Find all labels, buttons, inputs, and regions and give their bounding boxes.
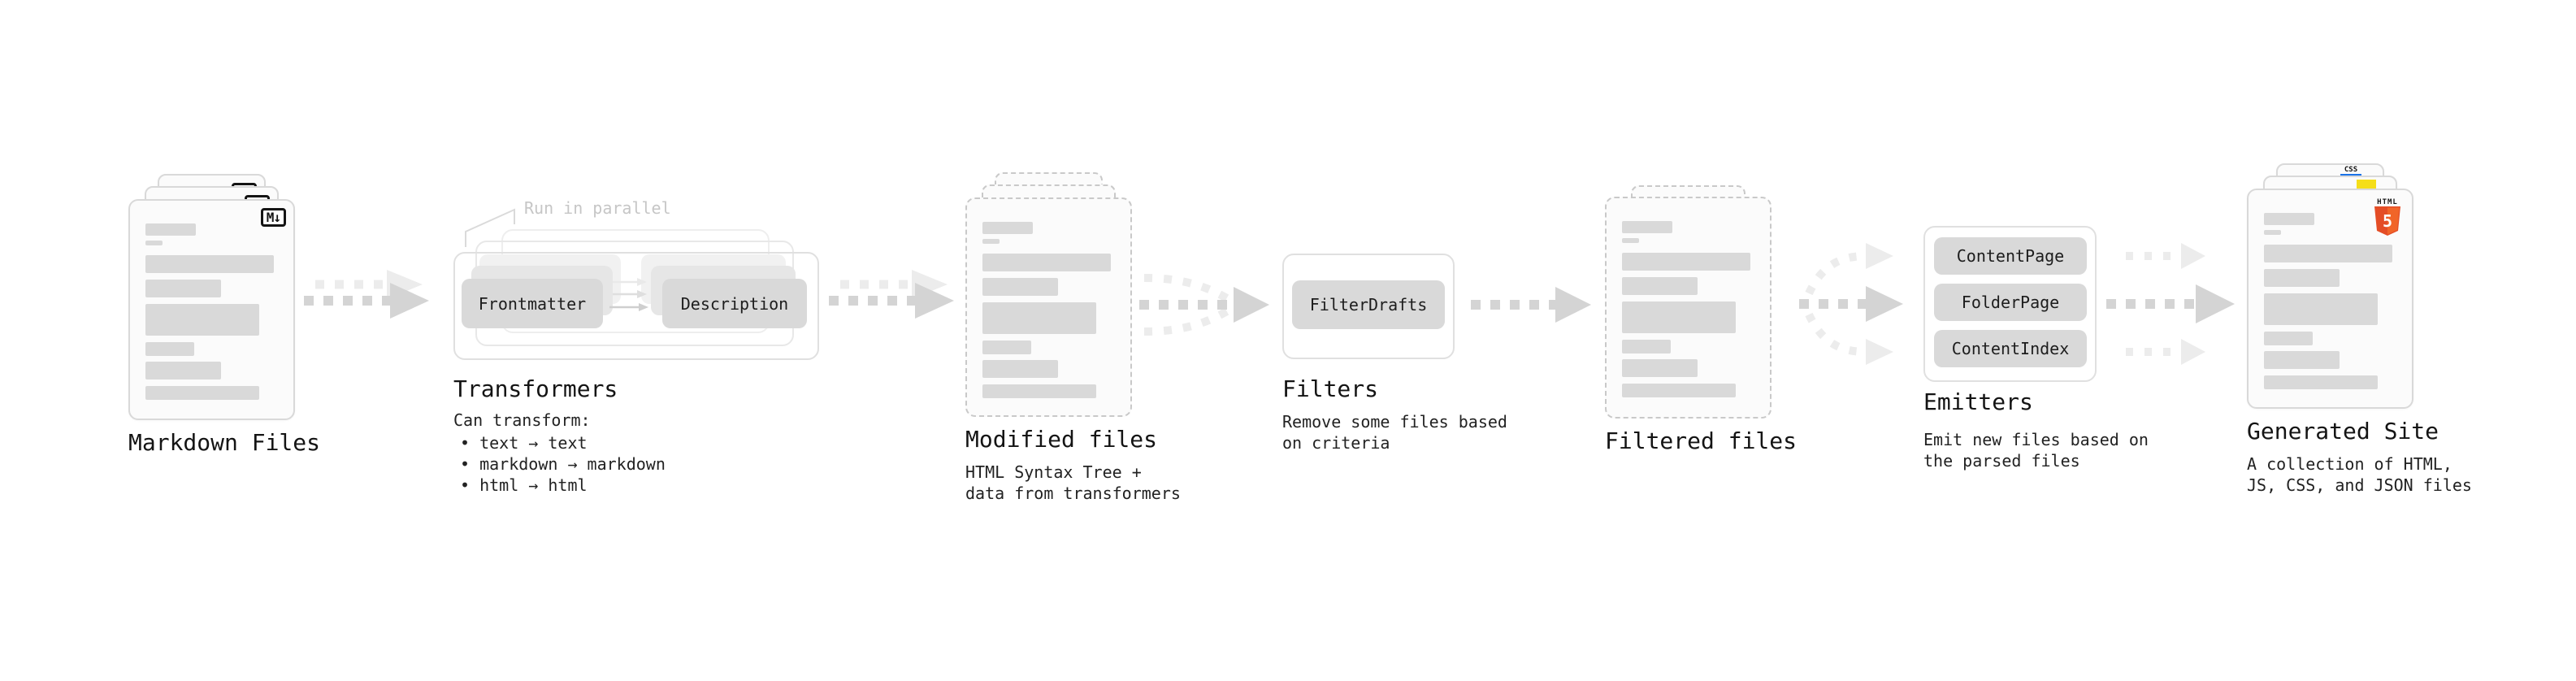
generated-html-card: HTML 5 [2247, 189, 2413, 409]
svg-text:5: 5 [2383, 211, 2392, 231]
desc-line: Emit new files based on [1923, 430, 2149, 449]
placeholder-bar [2264, 230, 2282, 235]
placeholder-bar [145, 362, 221, 380]
doc-placeholder-bars [1622, 221, 1754, 397]
placeholder-bar [982, 302, 1097, 334]
html5-shield: 5 [2374, 206, 2400, 236]
filters-desc: Remove some files based on criteria [1282, 411, 1507, 453]
html5-word: HTML [2377, 198, 2398, 206]
transformer-bullet: • markdown → markdown [460, 454, 666, 474]
generated-site-stack: CSS HTML 5 [2247, 163, 2413, 409]
transformers-bullets: • text → text • markdown → markdown • ht… [460, 432, 666, 496]
generated-site-desc: A collection of HTML, JS, CSS, and JSON … [2247, 453, 2472, 496]
placeholder-bar [145, 255, 275, 273]
stage-label-generated-site: Generated Site [2247, 418, 2439, 445]
arrow-emitters-to-generated [2106, 243, 2235, 365]
stage-label-emitters: Emitters [1923, 388, 2033, 415]
transformer-bullet: • text → text [460, 433, 588, 453]
folderpage-node: FolderPage [1934, 284, 2087, 321]
placeholder-bar [982, 239, 1000, 244]
contentindex-node: ContentIndex [1934, 330, 2087, 367]
placeholder-bar [145, 304, 260, 336]
parallel-arrows-icon [609, 278, 648, 311]
emitters-box [1923, 226, 2097, 382]
desc-line: data from transformers [965, 484, 1181, 503]
desc-line: the parsed files [1923, 451, 2080, 471]
modified-files-desc: HTML Syntax Tree + data from transformer… [965, 462, 1181, 504]
contentpage-node: ContentPage [1934, 237, 2087, 275]
desc-line: Remove some files based [1282, 412, 1507, 432]
placeholder-bar [145, 223, 196, 236]
modified-file-card-front [965, 197, 1132, 417]
transformers-box-front [453, 252, 819, 360]
placeholder-bar [982, 360, 1058, 378]
placeholder-bar [145, 342, 195, 356]
placeholder-bar [1622, 253, 1751, 271]
stage-label-filtered-files: Filtered files [1605, 427, 1798, 454]
arrow-transformers-to-modified [829, 270, 954, 319]
frontmatter-node: Frontmatter [462, 279, 603, 328]
placeholder-bar [1622, 277, 1698, 295]
stage-label-markdown-files: Markdown Files [128, 429, 321, 456]
placeholder-bar [1622, 301, 1737, 333]
placeholder-bar [1622, 238, 1640, 243]
placeholder-bar [2264, 293, 2379, 325]
modified-files-stack [965, 172, 1132, 417]
doc-placeholder-bars [982, 222, 1115, 398]
placeholder-bar [1622, 359, 1698, 377]
placeholder-bar [982, 340, 1032, 354]
markdown-files-stack: M↓ M↓ M↓ [128, 174, 295, 420]
placeholder-bar [2264, 332, 2314, 345]
markdown-file-card-front: M↓ [128, 199, 295, 420]
placeholder-bar [982, 384, 1097, 398]
css-badge-label: CSS [2344, 166, 2358, 174]
markdown-icon: M↓ [260, 208, 286, 227]
filtered-file-card-front [1605, 197, 1772, 419]
placeholder-bar [982, 254, 1112, 271]
annotation-callout-line [465, 208, 515, 247]
doc-placeholder-bars [2264, 213, 2396, 389]
arrow-filters-to-filtered [1471, 287, 1591, 323]
placeholder-bar [2264, 245, 2393, 262]
filters-box [1282, 254, 1455, 359]
placeholder-bar [1622, 340, 1672, 354]
placeholder-bar [2264, 269, 2340, 287]
run-in-parallel-annotation: Run in parallel [524, 198, 671, 218]
placeholder-bar [2264, 213, 2314, 225]
filterdrafts-node: FilterDrafts [1292, 280, 1445, 329]
js-badge [2357, 180, 2376, 190]
transformers-desc-title: Can transform: [453, 410, 591, 430]
stage-label-modified-files: Modified files [965, 426, 1158, 453]
emitters-desc: Emit new files based on the parsed files [1923, 429, 2149, 471]
description-node: Description [662, 279, 807, 328]
desc-line: HTML Syntax Tree + [965, 462, 1142, 482]
filtered-files-stack [1605, 185, 1772, 419]
desc-line: on criteria [1282, 433, 1390, 453]
placeholder-bar [145, 241, 163, 245]
placeholder-bar [2264, 351, 2340, 369]
desc-line: JS, CSS, and JSON files [2247, 475, 2472, 495]
placeholder-bar [982, 278, 1058, 296]
desc-line: A collection of HTML, [2247, 454, 2452, 474]
placeholder-bar [2264, 375, 2379, 389]
arrow-modified-to-filters [1139, 274, 1269, 336]
stage-label-transformers: Transformers [453, 375, 618, 402]
arrow-filtered-to-emitters [1799, 243, 1903, 365]
placeholder-bar [982, 222, 1033, 234]
doc-placeholder-bars [145, 223, 278, 400]
stage-label-filters: Filters [1282, 375, 1379, 402]
placeholder-bar [145, 386, 260, 400]
placeholder-bar [145, 280, 221, 297]
html5-icon: HTML 5 [2373, 198, 2402, 241]
placeholder-bar [1622, 384, 1737, 397]
placeholder-bar [1622, 221, 1672, 233]
transformer-bullet: • html → html [460, 475, 588, 495]
arrow-markdown-to-transformers [304, 270, 429, 319]
